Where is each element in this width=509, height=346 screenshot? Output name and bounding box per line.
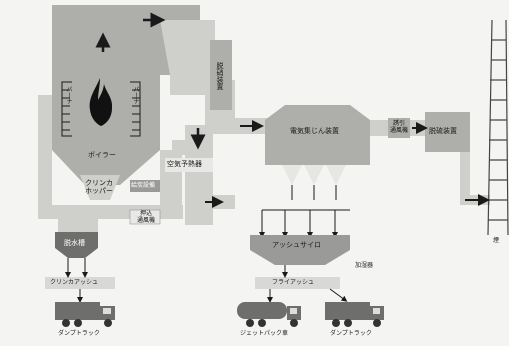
clinker-hopper xyxy=(80,175,120,200)
dump-truck-icon xyxy=(55,302,115,327)
desulfurization-label: 脱硫装置 xyxy=(429,127,457,135)
dump-truck-2-label: ダンプトラック xyxy=(330,330,372,337)
dewatering-feed xyxy=(58,210,98,232)
boiler-label: ボイラー xyxy=(88,151,116,159)
burner-left-label: バーナ xyxy=(65,86,72,104)
burner-right-label: バーナ xyxy=(132,86,139,104)
jet-pack-truck-label: ジェットパック車 xyxy=(240,330,289,337)
air-preheater-label: 空気予熱器 xyxy=(167,160,202,168)
flame-icon xyxy=(89,78,113,126)
clinker-hopper-label: クリンカ ホッパー xyxy=(85,179,113,195)
ash-feed-lines xyxy=(259,185,350,238)
flue-duct-4 xyxy=(460,152,490,205)
dewatering-tank xyxy=(55,232,98,258)
chimney-label: 煙 xyxy=(493,237,500,244)
esp-hoppers xyxy=(282,165,346,185)
coal-feeder xyxy=(130,180,160,192)
induced-draft-fan-label: 誘引 通風機 xyxy=(390,120,409,134)
burner-left xyxy=(61,81,72,137)
ash-silo xyxy=(250,235,350,265)
ash-silo-label: アッシュサイロ xyxy=(272,241,321,249)
forced-draft-fan-label: 押込 通風機 xyxy=(137,210,156,224)
induced-draft-fan xyxy=(388,118,410,138)
burner-right xyxy=(130,81,141,137)
clinker-down-arrows xyxy=(65,258,88,303)
humidifier-label: 加湿器 xyxy=(355,262,374,269)
dump-truck-2-icon xyxy=(325,302,384,327)
fly-ash-label: フライアッシュ xyxy=(272,279,315,286)
fly-ash-band xyxy=(255,277,340,289)
dump-truck-1-label: ダンプトラック xyxy=(58,330,100,337)
coal-feeder-label: 給炭設備 xyxy=(131,182,156,189)
chimney xyxy=(487,19,509,236)
clinker-ash-band xyxy=(45,277,115,289)
denitration-vertical-label: 脱硝装置 xyxy=(216,62,224,90)
clinker-ash-label: クリンカアッシュ xyxy=(50,279,99,286)
desulfurization-unit xyxy=(425,112,470,152)
jet-pack-truck-icon xyxy=(237,302,301,327)
forced-draft-fan xyxy=(129,209,161,225)
denitration-unit xyxy=(210,40,232,110)
air-preheater-label-box xyxy=(165,158,213,172)
electrostatic-precipitator xyxy=(265,105,370,165)
fly-down-arrows xyxy=(267,265,348,303)
esp-label: 電気集じん装置 xyxy=(290,127,339,135)
dewatering-tank-label: 脱水槽 xyxy=(64,239,85,247)
